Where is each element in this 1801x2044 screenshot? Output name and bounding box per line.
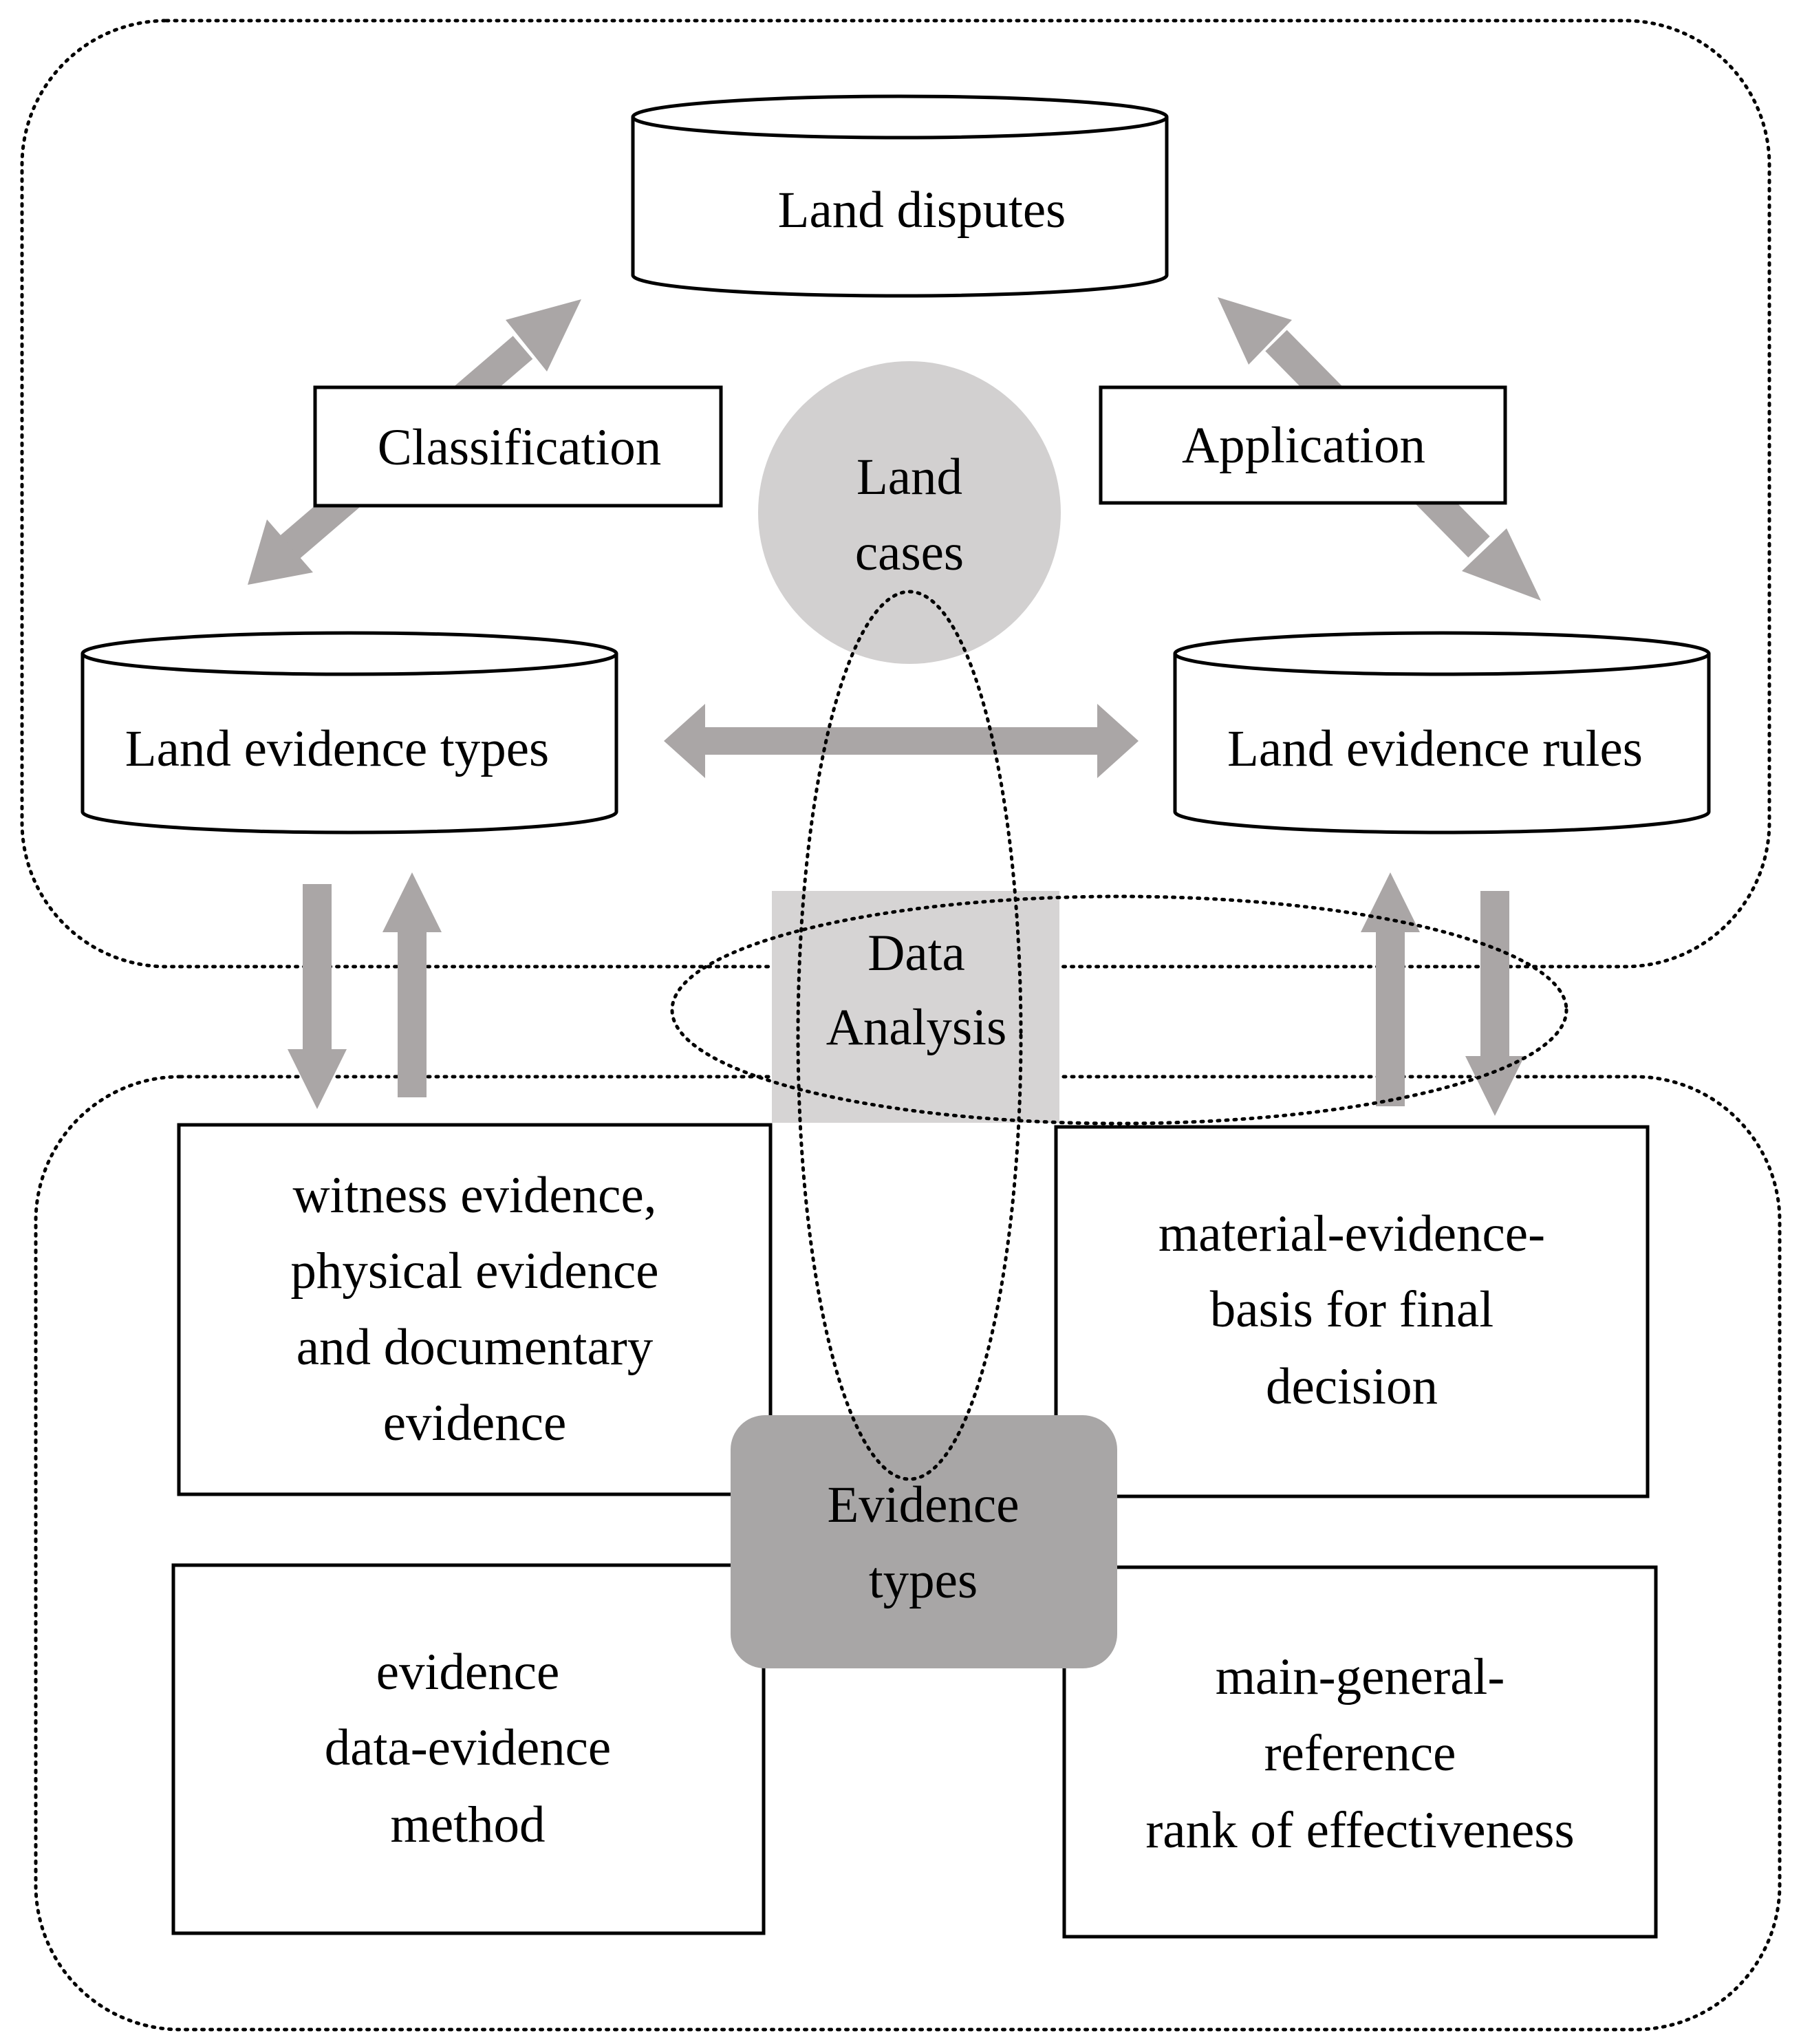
box-tl-line3: and documentary [296,1319,654,1376]
box-bl-line3: method [391,1796,546,1853]
box-bl-line1: evidence [376,1644,560,1701]
box-br-line1: main-general- [1216,1648,1505,1706]
right-down-arrow [1465,891,1524,1116]
box-tl-line2: physical evidence [290,1242,658,1300]
left-up-arrow [382,872,442,1097]
land-cases-line2: cases [855,524,964,581]
top-region-boundary [20,19,1771,969]
land-cases-node: Land cases [758,361,1061,664]
classification-label-box: Classification [313,385,723,508]
box-br-line2: reference [1264,1725,1456,1782]
box-tr-line2: basis for final [1210,1281,1493,1338]
evidence-types-node: Evidence types [731,1415,1117,1668]
left-down-arrow [288,884,347,1109]
box-tr-line1: material-evidence- [1158,1205,1545,1262]
types-rules-double-arrow [664,704,1139,778]
witness-evidence-box: witness evidence, physical evidence and … [177,1123,773,1496]
land-evidence-types-label: Land evidence types [125,720,549,777]
land-evidence-rules-label: Land evidence rules [1227,720,1643,777]
application-label-box: Application [1099,385,1507,505]
box-br-line3: rank of effectiveness [1145,1802,1574,1859]
horizontal-dotted-ellipse [670,894,1568,1126]
evidence-method-box: evidence data-evidence method [171,1563,766,1935]
application-label: Application [1182,417,1425,474]
land-disputes-label: Land disputes [778,182,1066,239]
evidence-types-line2: types [869,1552,978,1609]
vertical-dotted-ellipse [796,590,1023,1481]
classification-label: Classification [378,419,661,476]
box-bl-line2: data-evidence [325,1719,611,1776]
box-tl-line1: witness evidence, [293,1167,657,1224]
data-analysis-line2: Analysis [826,999,1007,1056]
land-disputes-cylinder: Land disputes [631,94,1169,298]
data-analysis-line1: Data [867,925,965,982]
box-tr-line3: decision [1266,1358,1438,1415]
evidence-types-line1: Evidence [827,1476,1019,1534]
land-cases-line1: Land [856,449,962,506]
land-evidence-types-cylinder: Land evidence types [80,631,618,835]
right-up-arrow [1361,872,1420,1106]
box-tl-line4: evidence [383,1395,567,1452]
rank-of-effectiveness-box: main-general- reference rank of effectiv… [1062,1565,1658,1939]
land-evidence-rules-cylinder: Land evidence rules [1173,631,1711,835]
data-analysis-node: Data Analysis [772,891,1059,1123]
material-evidence-box: material-evidence- basis for final decis… [1054,1125,1650,1498]
